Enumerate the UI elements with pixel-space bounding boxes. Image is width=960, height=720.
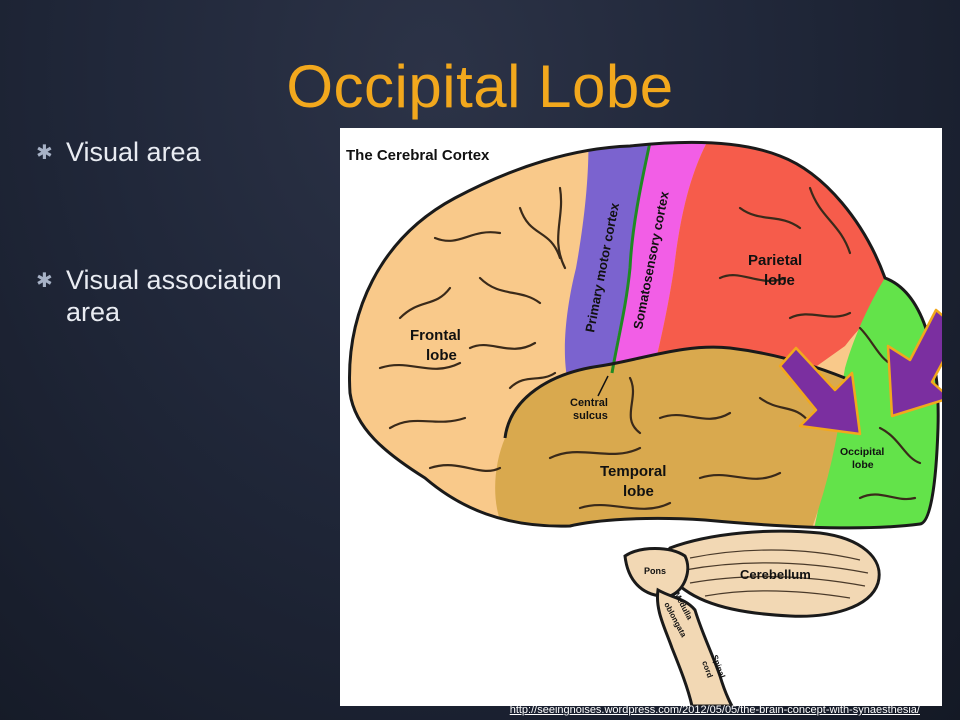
brainstem-region [655,587,734,706]
source-credit-link[interactable]: http://seeingnoises.wordpress.com/2012/0… [509,704,920,716]
label-pons: Pons [644,566,666,576]
occipital-arrows [778,308,942,436]
label-occipital: Occipital [840,446,884,458]
label-cerebellum: Cerebellum [740,567,811,582]
bullet-visual-area: ✱ Visual area [36,136,326,168]
brain-outline [348,140,940,530]
label-central-2: sulcus [573,410,608,422]
label-parietal: Parietal [748,252,802,269]
cerebellum-folia [684,549,869,599]
bullet-text: Visual association area [66,265,282,327]
label-temporal-2: lobe [623,483,654,500]
label-temporal: Temporal [600,463,666,480]
bullet-list: ✱ Visual area ✱ Visual association area [36,136,326,328]
occipital-lobe-region [810,273,939,528]
motor-cortex-region [564,142,652,390]
arrow-right-icon [886,308,942,418]
bullet-star-icon: ✱ [36,270,53,292]
somatosensory-region [612,142,715,373]
arrow-left-icon [778,346,862,436]
bullet-star-icon: ✱ [36,142,53,164]
brain-diagram: The Cerebral Cortex Frontal lobe Primary… [340,128,942,706]
label-central: Central [570,397,608,409]
central-sulcus-pointer [597,375,609,397]
label-occipital-2: lobe [852,459,874,471]
label-frontal-2: lobe [426,347,457,364]
bullet-text: Visual area [66,137,201,167]
bullet-visual-association-area: ✱ Visual association area [36,264,326,328]
central-sulcus-line [610,142,654,374]
label-frontal: Frontal [410,327,461,344]
brain-diagram-svg: The Cerebral Cortex Frontal lobe Primary… [346,140,942,706]
label-parietal-2: lobe [764,272,795,289]
slide-title: Occipital Lobe [286,53,674,120]
figure-title: The Cerebral Cortex [346,147,490,164]
pons-region [623,547,690,598]
